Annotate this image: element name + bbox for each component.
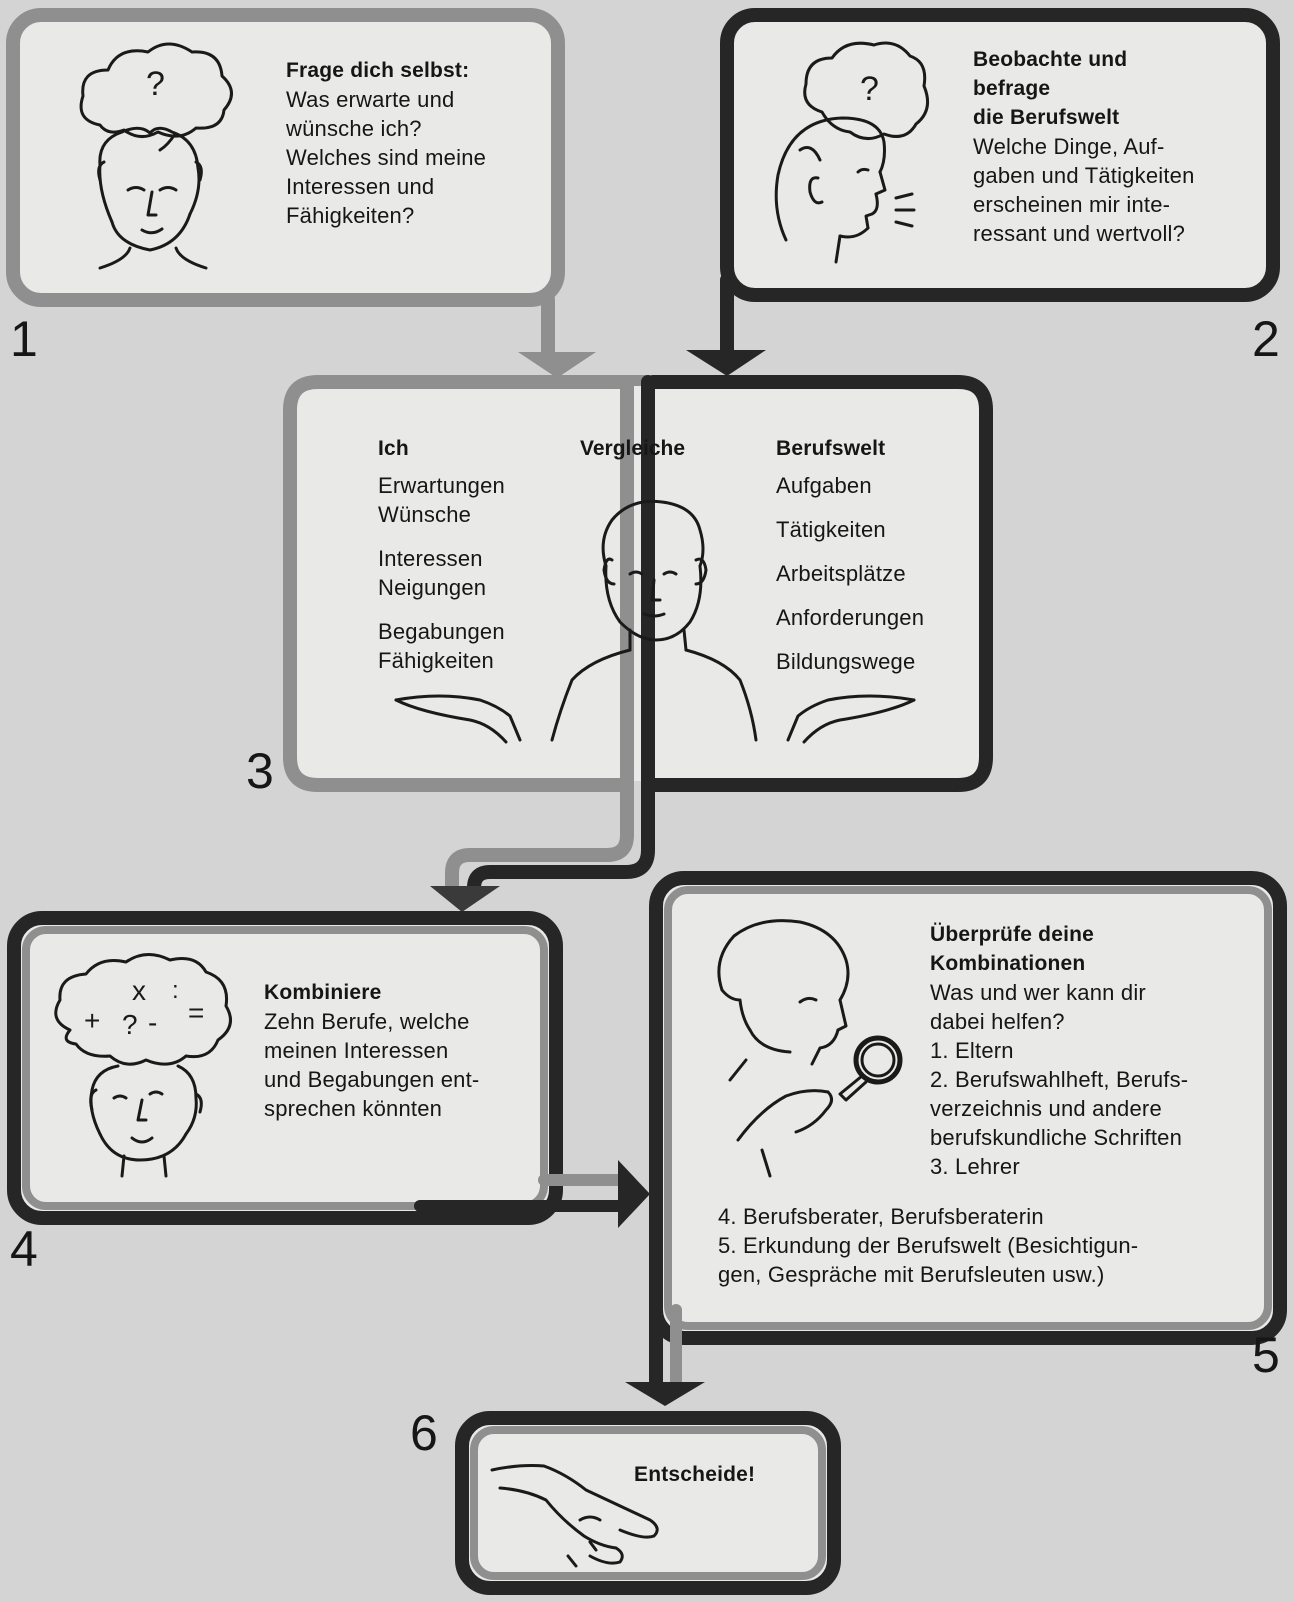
comparing-person-icon xyxy=(394,499,916,744)
step3-left-group: Erwartungen Wünsche xyxy=(378,471,505,529)
step1-line: wünsche ich? xyxy=(286,116,422,141)
svg-text:-: - xyxy=(148,1007,157,1038)
step3-left-item: Erwartungen xyxy=(378,473,505,498)
step1-line: Interessen und xyxy=(286,174,435,199)
arrow-1-head xyxy=(518,352,596,378)
step6-title: Entscheide! xyxy=(634,1463,756,1486)
svg-text:+: + xyxy=(84,1005,100,1036)
step3-left-item: Interessen xyxy=(378,546,483,571)
step1-number: 1 xyxy=(10,311,38,367)
svg-text:?: ? xyxy=(122,1009,138,1040)
step5-line: berufskundliche Schriften xyxy=(930,1125,1183,1150)
step1-line: Was erwarte und xyxy=(286,87,455,112)
arrow-4-to-5-head xyxy=(618,1160,650,1228)
step1-text: Frage dich selbst: Was erwarte und wünsc… xyxy=(286,56,486,230)
step3-left-item: Fähigkeiten xyxy=(378,648,494,673)
step5-line: Was und wer kann dir xyxy=(930,980,1146,1005)
step3-right-item: Aufgaben xyxy=(776,473,872,498)
question-mark-icon: ? xyxy=(146,65,165,103)
step4-title: Kombiniere xyxy=(264,981,382,1004)
step6-number: 6 xyxy=(410,1405,438,1461)
arrow-5-to-6-head xyxy=(625,1382,705,1406)
step5-wide-line: 4. Berufsberater, Berufsberaterin xyxy=(718,1204,1044,1229)
step3-left-item: Wünsche xyxy=(378,502,472,527)
step3-left-group: Interessen Neigungen xyxy=(378,544,505,602)
step4-text: Kombiniere Zehn Berufe, welche meinen In… xyxy=(264,978,479,1123)
step4-number: 4 xyxy=(10,1221,38,1277)
step2-number: 2 xyxy=(1252,311,1280,367)
step3-left-group: Begabungen Fähigkeiten xyxy=(378,617,505,675)
step4-line: und Begabungen ent- xyxy=(264,1067,480,1092)
step5-line: dabei helfen? xyxy=(930,1009,1065,1034)
step4-line: meinen Interessen xyxy=(264,1038,449,1063)
step4-line: Zehn Berufe, welche xyxy=(264,1009,470,1034)
step1-line: Welches sind meine xyxy=(286,145,487,170)
step4-line: sprechen könnten xyxy=(264,1096,443,1121)
step5-wide-line: gen, Gespräche mit Berufsleuten usw.) xyxy=(718,1262,1105,1287)
step3-right-item: Tätigkeiten xyxy=(776,517,886,542)
step2-line: erscheinen mir inte- xyxy=(973,192,1171,217)
step1-title: Frage dich selbst: xyxy=(286,59,470,82)
step2-text: Beobachte und befrage die Berufswelt Wel… xyxy=(973,45,1195,248)
step5-line: 3. Lehrer xyxy=(930,1154,1020,1179)
step5-number: 5 xyxy=(1252,1327,1280,1383)
panel-3-right-frame xyxy=(646,375,993,792)
step2-title-line: die Berufswelt xyxy=(973,106,1120,129)
panel-5-frame xyxy=(649,871,1287,1345)
svg-text::: : xyxy=(172,977,179,1004)
arrow-3-to-4-grey xyxy=(445,778,634,895)
svg-text:x: x xyxy=(132,975,146,1006)
panel-3-left-frame xyxy=(283,375,655,792)
puzzled-person-icon xyxy=(54,953,232,1178)
step1-line: Fähigkeiten? xyxy=(286,203,415,228)
step3-right-item: Arbeitsplätze xyxy=(776,561,906,586)
step6-text: Entscheide! xyxy=(634,1460,755,1489)
step5-title-line: Überprüfe deine xyxy=(930,923,1095,946)
step5-wide-text: 4. Berufsberater, Berufsberaterin 5. Erk… xyxy=(718,1202,1138,1289)
step5-wide-line: 5. Erkundung der Berufswelt (Besichtigun… xyxy=(718,1233,1139,1258)
step3-compare-label: Vergleiche xyxy=(580,437,686,460)
step3-right-column: Berufswelt Aufgaben Tätigkeiten Arbeitsp… xyxy=(776,434,924,691)
step3-right-item: Anforderungen xyxy=(776,605,925,630)
step2-title-line: Beobachte und xyxy=(973,48,1128,71)
step3-left-item: Begabungen xyxy=(378,619,505,644)
step5-line: 2. Berufswahlheft, Berufs- xyxy=(930,1067,1189,1092)
step3-left-item: Neigungen xyxy=(378,575,487,600)
observing-person-icon xyxy=(774,41,930,264)
pointing-hand-icon xyxy=(490,1464,659,1568)
step2-title-line: befrage xyxy=(973,77,1051,100)
step5-line: 1. Eltern xyxy=(930,1038,1014,1063)
math-symbols-icon: x : + ? - = xyxy=(84,975,204,1040)
step2-line: gaben und Tätigkeiten xyxy=(973,163,1195,188)
svg-text:=: = xyxy=(188,997,204,1028)
step3-number: 3 xyxy=(246,743,274,799)
step5-line: verzeichnis und andere xyxy=(930,1096,1162,1121)
step5-text: Überprüfe deine Kombinationen Was und we… xyxy=(930,920,1188,1181)
step3-left-title: Ich xyxy=(378,437,409,460)
magnifying-person-icon xyxy=(717,919,903,1178)
step5-title-line: Kombinationen xyxy=(930,952,1086,975)
step3-left-column: Ich Erwartungen Wünsche Interessen Neigu… xyxy=(378,434,505,690)
panel-4-frame xyxy=(7,911,563,1225)
step3-right-item: Bildungswege xyxy=(776,649,916,674)
step3-right-title: Berufswelt xyxy=(776,437,886,460)
panel-1-frame xyxy=(6,8,565,307)
panel-2-frame xyxy=(720,8,1280,302)
step2-line: ressant und wertvoll? xyxy=(973,221,1186,246)
step2-line: Welche Dinge, Auf- xyxy=(973,134,1165,159)
arrow-3-to-4-head xyxy=(430,886,500,912)
panel-6-frame xyxy=(455,1411,841,1595)
arrow-2-head xyxy=(686,350,766,376)
thinking-person-icon xyxy=(79,42,233,270)
question-mark-2-icon: ? xyxy=(860,70,879,108)
arrow-3-to-4-dark xyxy=(467,778,655,899)
